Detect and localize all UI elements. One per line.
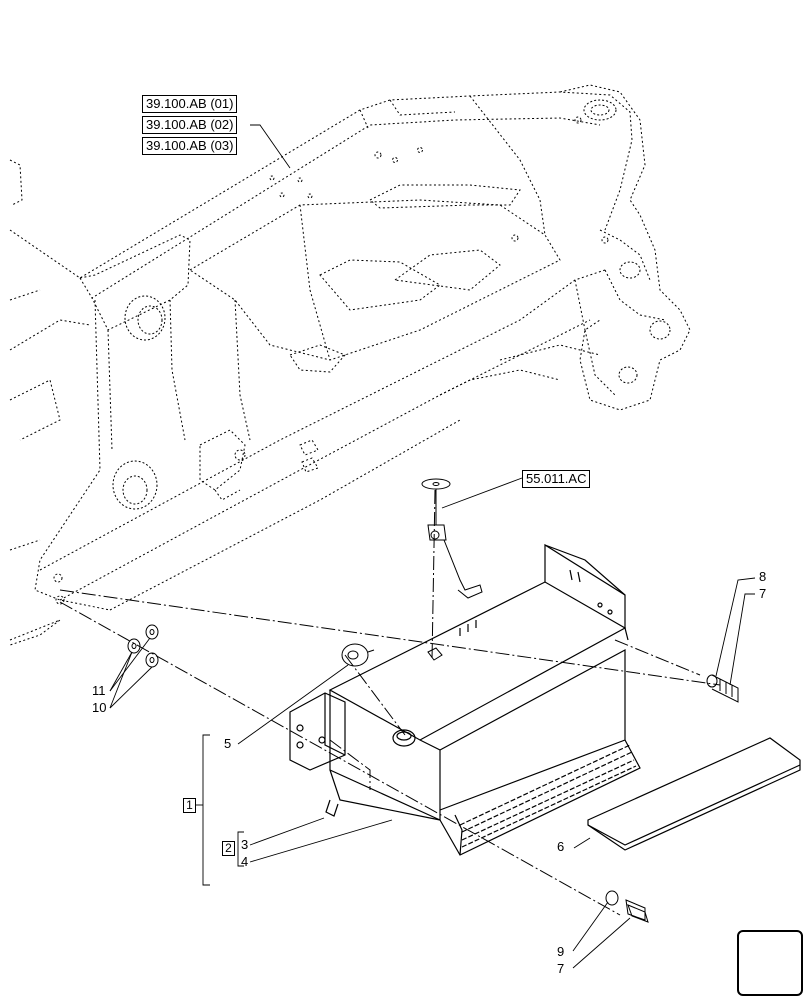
reference-frame-03[interactable]: 39.100.AB (03) — [142, 137, 238, 155]
fuel-sender — [421, 478, 483, 661]
leader-lines — [109, 124, 756, 969]
machine-frame-outline — [9, 84, 691, 646]
callout-6: 6 — [557, 839, 565, 854]
frame-bosses — [53, 99, 671, 605]
callout-7-top: 7 — [759, 586, 767, 601]
center-lines — [59, 489, 721, 916]
callout-9: 9 — [557, 944, 565, 959]
callout-4: 4 — [241, 854, 249, 869]
callout-8: 8 — [759, 569, 767, 584]
callout-7-bottom: 7 — [557, 961, 565, 976]
callout-3: 3 — [241, 837, 249, 852]
callout-2: 2 — [222, 841, 235, 856]
callout-10: 10 — [92, 700, 107, 715]
callout-1: 1 — [183, 798, 196, 813]
callout-11: 11 — [92, 683, 106, 698]
bolt-upper-right — [706, 674, 739, 703]
bolt-lower — [605, 890, 649, 923]
reference-frame-02[interactable]: 39.100.AB (02) — [142, 116, 238, 134]
callout-5: 5 — [224, 736, 232, 751]
fuel-cap — [341, 643, 375, 667]
fuel-tank — [289, 543, 641, 856]
reference-fuel-sender[interactable]: 55.011.AC — [522, 470, 591, 488]
navigate-button[interactable] — [737, 930, 803, 996]
step-cover — [587, 737, 801, 851]
reference-frame-01[interactable]: 39.100.AB (01) — [142, 95, 238, 113]
